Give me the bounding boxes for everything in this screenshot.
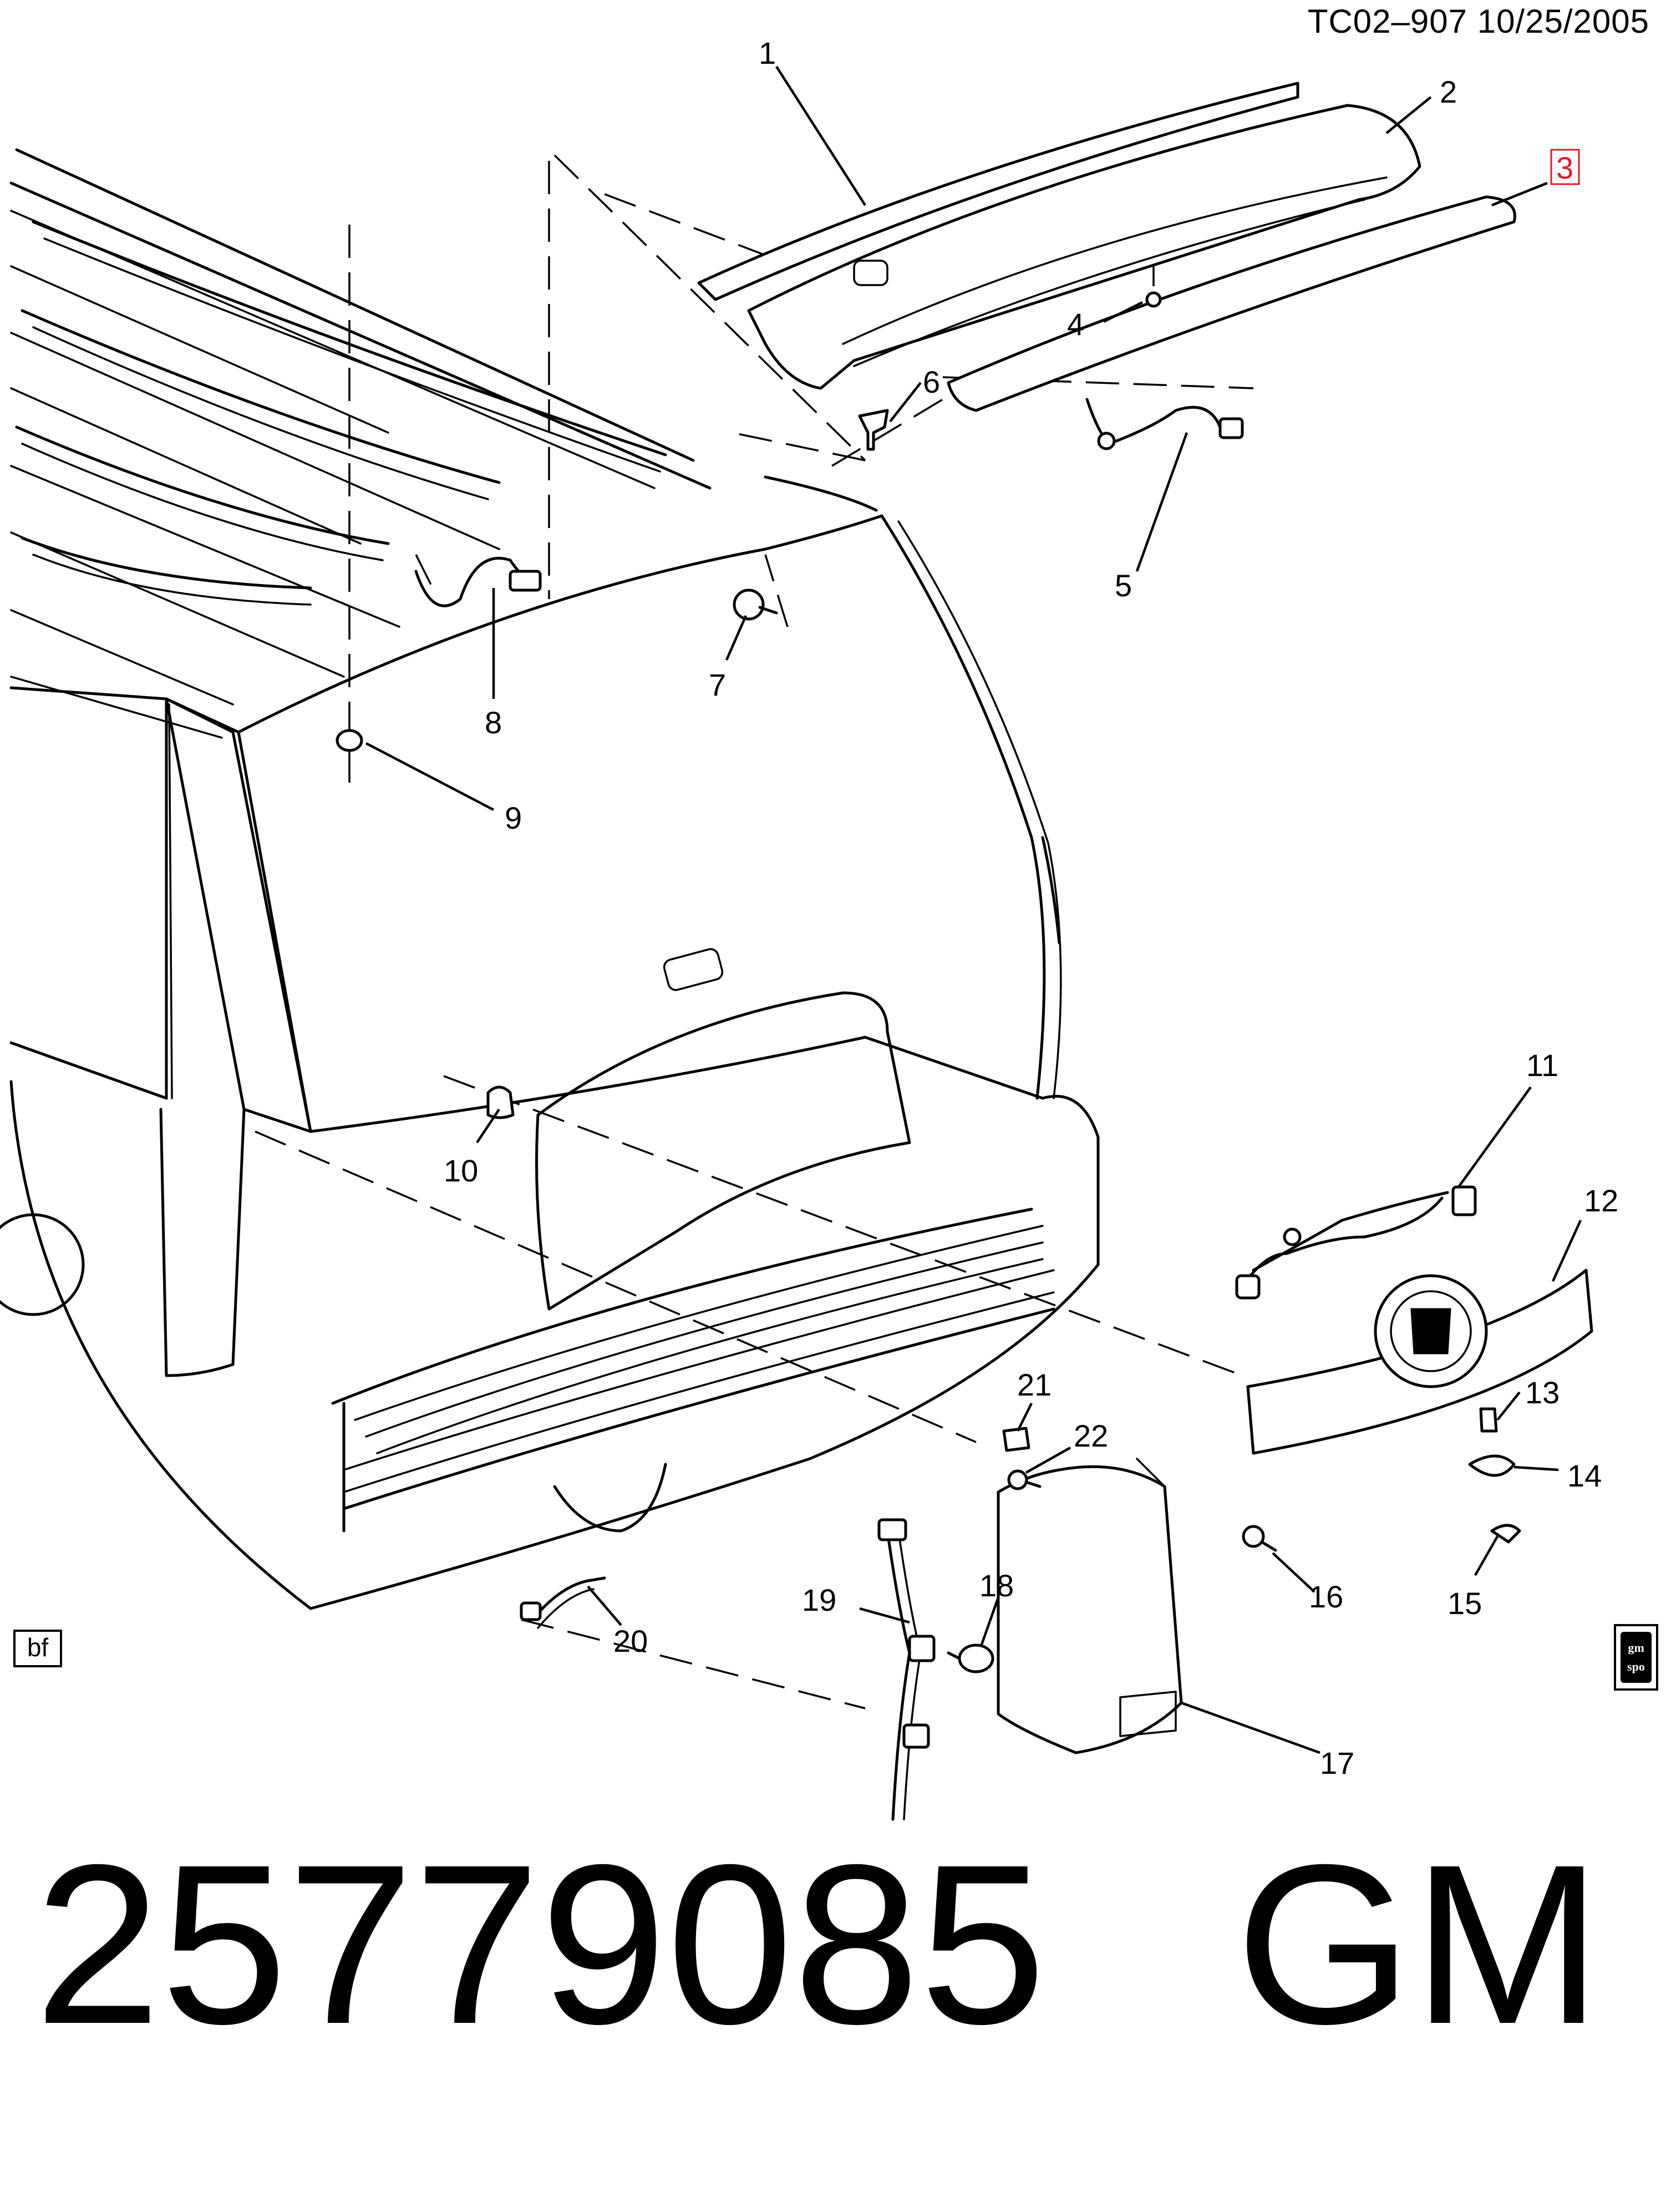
diagram-reference-date: TC02–907 10/25/2005 bbox=[1307, 3, 1649, 40]
footer-part-number: 25779085 GM bbox=[34, 1830, 1602, 2058]
part-15-clip bbox=[1490, 1524, 1521, 1544]
callout-3-highlight-box bbox=[1550, 149, 1580, 185]
part-14-cap bbox=[1468, 1454, 1516, 1477]
callout-10: 10 bbox=[444, 1153, 478, 1188]
part-11-harness bbox=[1235, 1185, 1477, 1300]
callout-12: 12 bbox=[1584, 1183, 1618, 1218]
part-20-harness bbox=[520, 1576, 606, 1629]
part-17-tail-lamp bbox=[997, 1458, 1183, 1754]
part-3-spoiler-lamp bbox=[947, 195, 1516, 412]
callout-22: 22 bbox=[1074, 1418, 1108, 1453]
part-1-spoiler-trim bbox=[697, 82, 1299, 301]
callout-labels: 1 2 3 4 5 6 7 8 9 10 11 12 13 14 15 16 1… bbox=[444, 35, 1618, 1780]
gm-spo-logo-icon: gm spo bbox=[1614, 1624, 1658, 1691]
part-18-socket bbox=[947, 1643, 994, 1673]
callout-3: 3 bbox=[1556, 150, 1573, 185]
callout-20: 20 bbox=[613, 1624, 648, 1658]
callout-5: 5 bbox=[1115, 568, 1132, 603]
callout-11: 11 bbox=[1526, 1048, 1558, 1083]
callout-9: 9 bbox=[505, 800, 522, 835]
callout-17: 17 bbox=[1320, 1746, 1354, 1780]
alignment-lines bbox=[255, 154, 1254, 1709]
leader-lines bbox=[365, 65, 1582, 1754]
part-22-screw bbox=[1007, 1469, 1042, 1490]
part-9-grommet bbox=[336, 729, 363, 752]
part-12-applique bbox=[1246, 1269, 1593, 1455]
callout-4: 4 bbox=[1067, 307, 1084, 342]
callout-8: 8 bbox=[485, 705, 502, 740]
callout-19: 19 bbox=[802, 1582, 836, 1617]
callout-14: 14 bbox=[1567, 1458, 1602, 1493]
part-7-bolt bbox=[733, 588, 778, 621]
callout-1: 1 bbox=[759, 35, 776, 70]
part-4-fastener bbox=[1145, 291, 1162, 308]
logo-line-gm: gm bbox=[1628, 1641, 1644, 1655]
callout-2: 2 bbox=[1440, 74, 1457, 109]
callout-18: 18 bbox=[979, 1568, 1014, 1603]
callout-6: 6 bbox=[923, 364, 940, 399]
callout-15: 15 bbox=[1447, 1586, 1482, 1621]
part-6-clip bbox=[858, 409, 889, 451]
part-21-bracket bbox=[1002, 1427, 1030, 1452]
callout-13: 13 bbox=[1525, 1375, 1560, 1410]
part-2-spoiler bbox=[747, 104, 1421, 390]
brand-name: GM bbox=[1235, 1817, 1602, 2071]
part-10-bumper bbox=[486, 1085, 515, 1119]
part-19-harness bbox=[877, 1518, 936, 1821]
part-13-clip bbox=[1479, 1407, 1498, 1433]
callout-21: 21 bbox=[1017, 1367, 1052, 1402]
part-16-screw bbox=[1242, 1525, 1277, 1552]
part-8-harness bbox=[414, 556, 542, 607]
callout-16: 16 bbox=[1309, 1579, 1343, 1614]
part-number: 25779085 bbox=[34, 1817, 1047, 2071]
view-code-badge: bf bbox=[13, 1630, 62, 1667]
vehicle-body bbox=[0, 148, 1100, 1610]
callout-7: 7 bbox=[709, 667, 726, 702]
part-5-wiring-harness bbox=[1085, 398, 1244, 450]
logo-line-spo: spo bbox=[1627, 1660, 1645, 1673]
